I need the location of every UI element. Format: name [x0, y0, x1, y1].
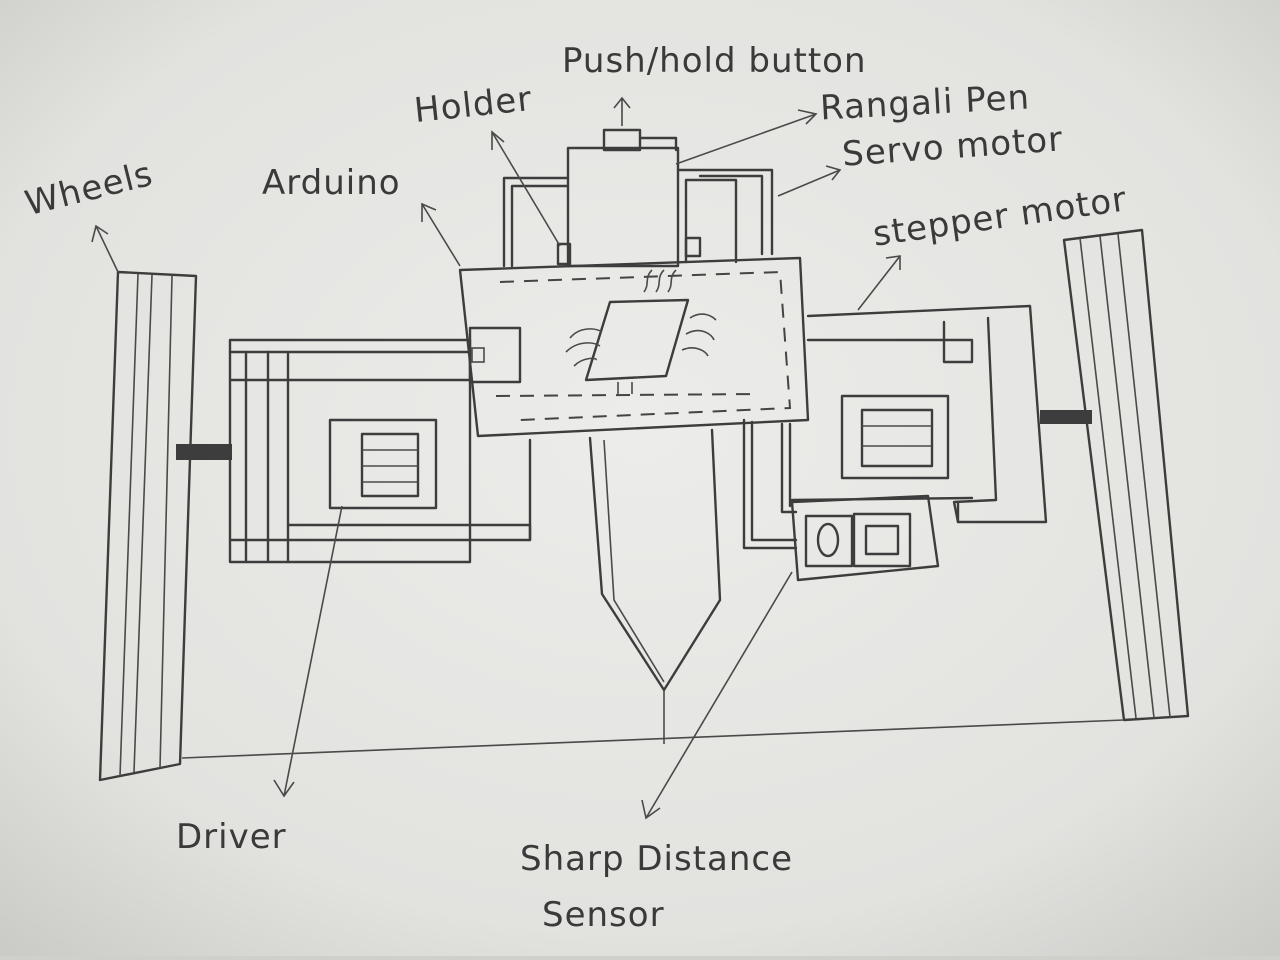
- left-motor-block: [228, 326, 532, 564]
- pen-tip: [588, 428, 722, 692]
- sharp-distance-sensor: [790, 494, 940, 582]
- ground-line: [181, 719, 1125, 759]
- arrow-wheels: [91, 224, 119, 273]
- label-rangali-pen: Rangali Pen: [819, 77, 1032, 129]
- left-driver-board: [328, 418, 438, 510]
- label-arduino: Arduino: [262, 163, 401, 203]
- arrow-sensor: [641, 571, 793, 820]
- arrow-driver: [273, 505, 343, 798]
- right-axle: [1040, 410, 1092, 424]
- arrow-push-button: [613, 96, 631, 126]
- rangali-pen-body: [566, 146, 680, 268]
- right-wheel: [1040, 228, 1190, 722]
- arrow-arduino: [421, 202, 461, 267]
- label-driver: Driver: [176, 817, 287, 857]
- right-motor-block: [742, 304, 1048, 550]
- arrow-rangali-pen: [675, 109, 818, 165]
- arrow-holder: [491, 130, 561, 247]
- label-push-hold-button: Push/hold button: [562, 41, 867, 81]
- left-wheel: [98, 270, 232, 782]
- arrow-stepper-motor: [857, 255, 901, 311]
- left-axle: [176, 444, 232, 460]
- leader-arrows: [91, 96, 901, 820]
- pen-mechanism: [502, 128, 774, 268]
- label-sharp-distance: Sharp Distance: [520, 839, 794, 879]
- arrow-servo-motor: [777, 165, 842, 197]
- push-hold-button: [602, 128, 642, 152]
- label-sensor: Sensor: [542, 895, 665, 935]
